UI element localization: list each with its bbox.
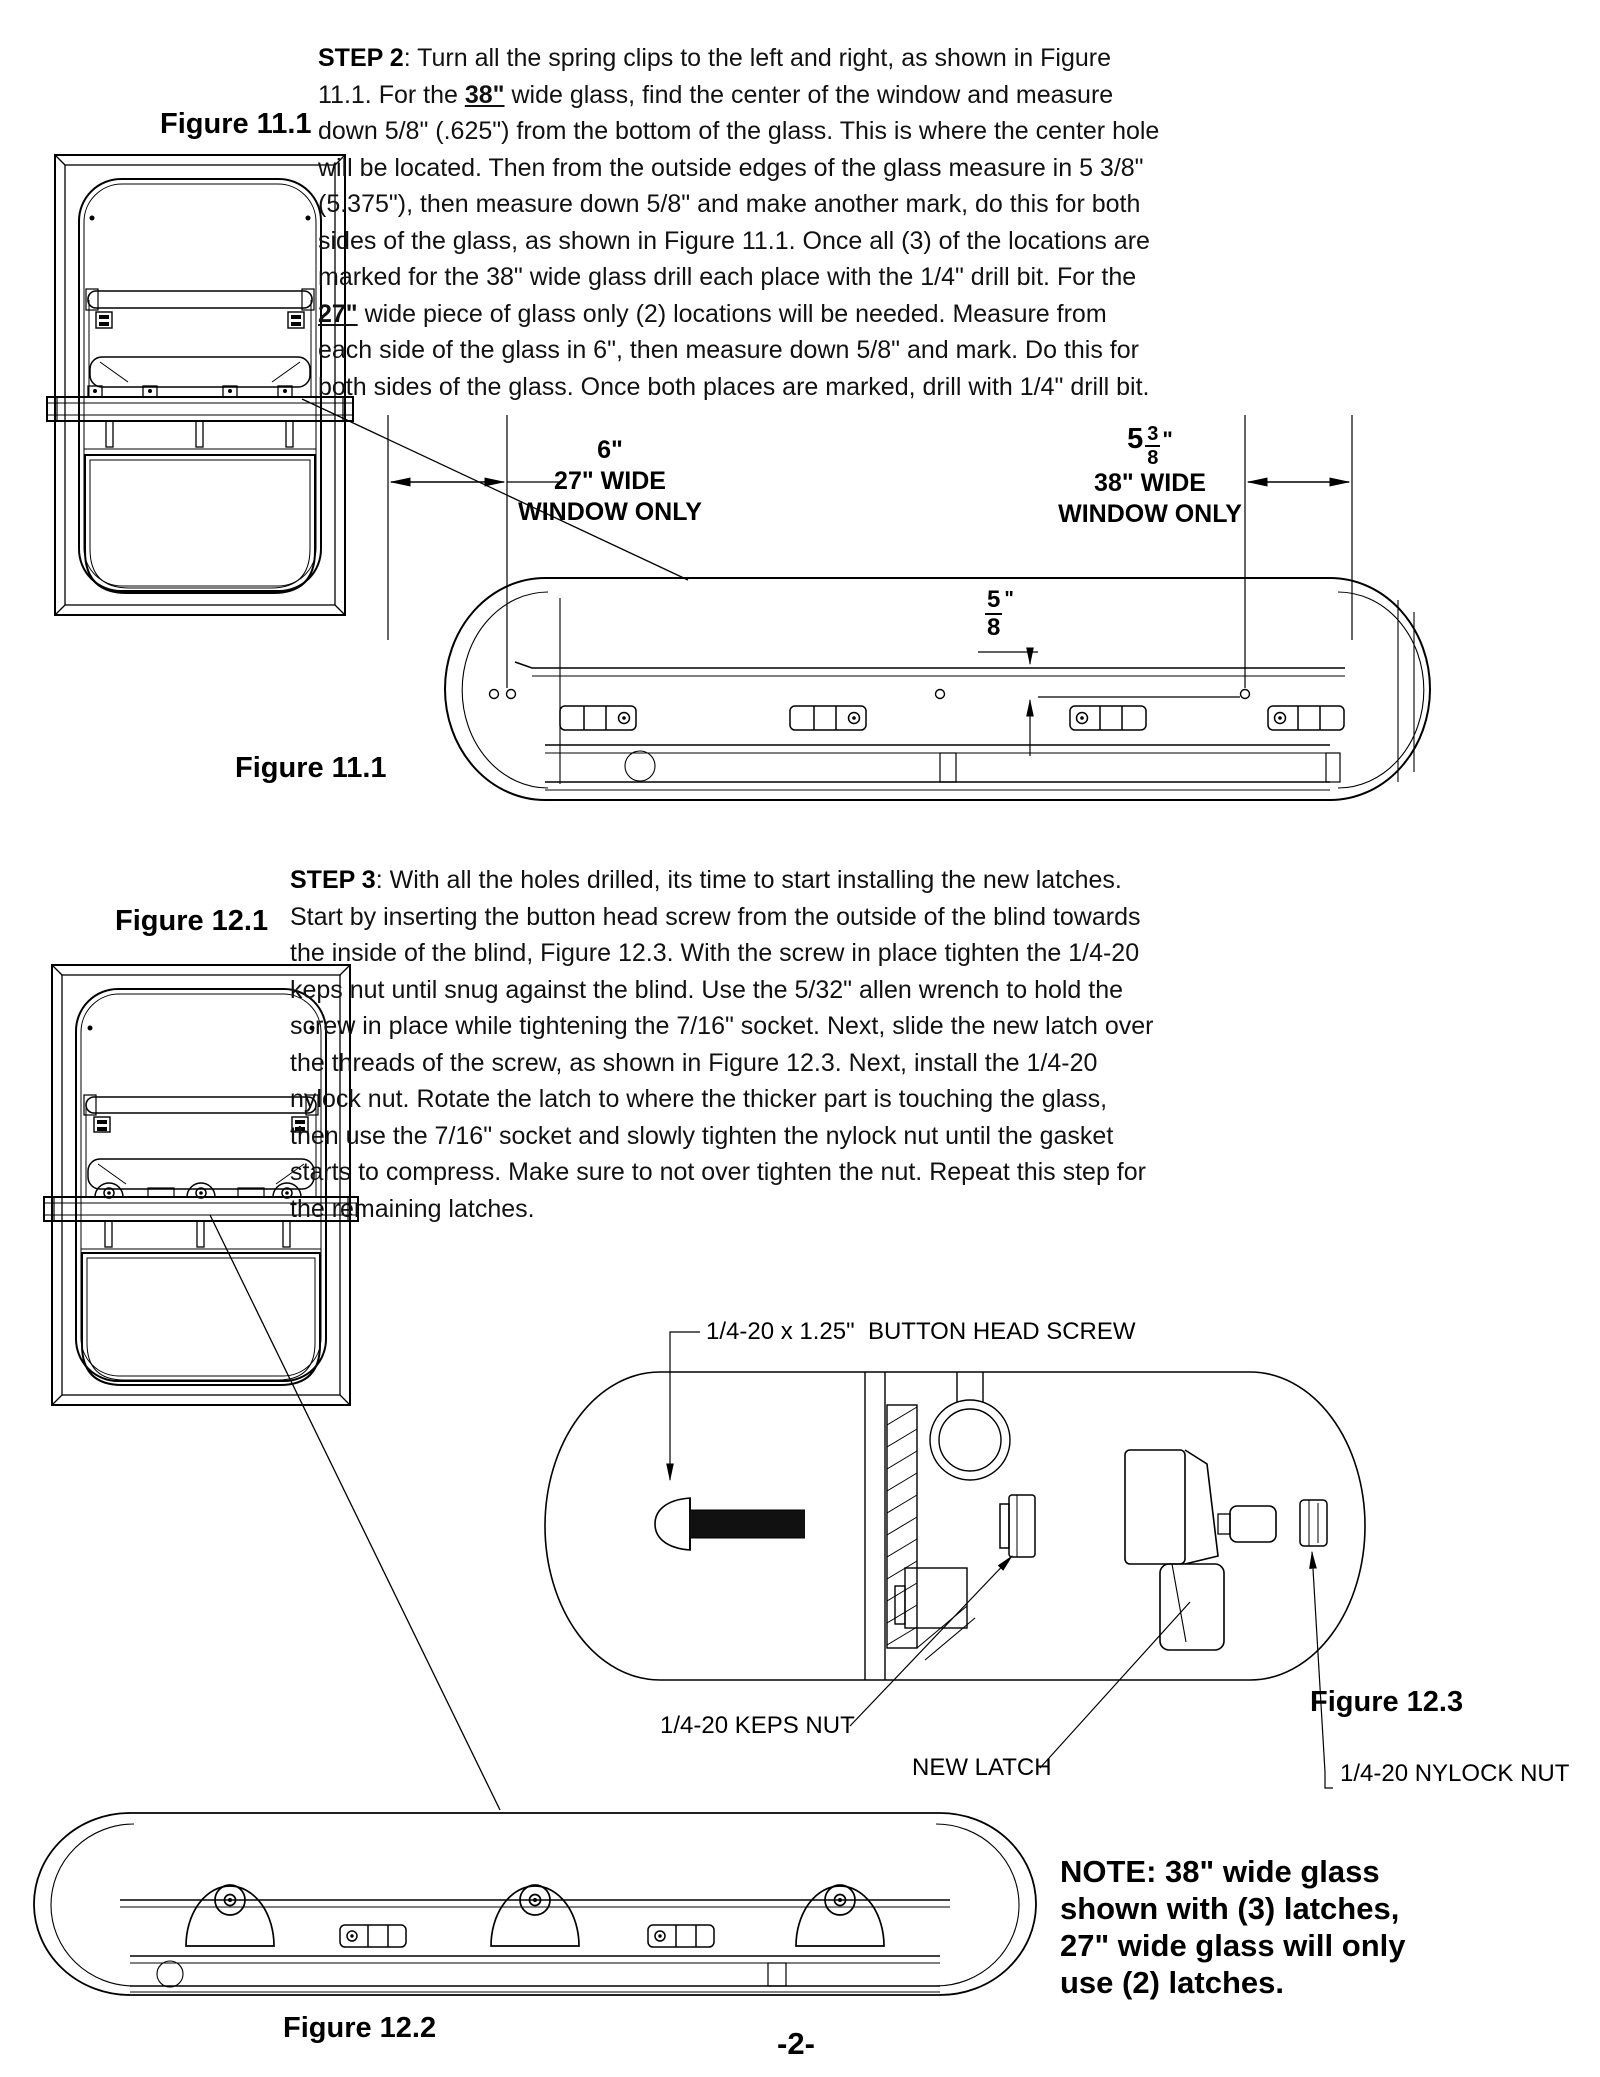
blind-bottom-edge-drawing-fig122 — [33, 1812, 1037, 1996]
keps-nut-label: 1/4-20 KEPS NUT — [660, 1712, 855, 1739]
spring-clips — [559, 705, 1345, 731]
dim-38-line2: WINDOW ONLY — [1058, 500, 1242, 528]
page-number: -2- — [777, 2026, 815, 2061]
leader-nylock-nut — [1309, 1550, 1326, 1773]
button-head-screw — [654, 1497, 805, 1551]
dimension-538in-38wide — [1244, 415, 1353, 688]
figure-12-1-label: Figure 12.1 — [115, 905, 269, 937]
step3-paragraph: STEP 3: With all the holes drilled, its … — [290, 866, 1154, 1223]
note-block: NOTE: 38" wide glass shown with (3) latc… — [1060, 1853, 1405, 2001]
step2-38in: 38" — [464, 80, 505, 109]
figure-11-1-bottom-label: Figure 11.1 — [235, 752, 387, 784]
new-latch-domes — [185, 1884, 885, 1947]
nylock-nut — [1299, 1499, 1328, 1547]
step2-27in: 27" — [318, 299, 358, 328]
blind-cross-section — [864, 1372, 1011, 1680]
nylock-nut-label: 1/4-20 NYLOCK NUT — [1340, 1760, 1570, 1787]
dim-27-line1: 27" WIDE — [554, 467, 666, 495]
dim-6in-value: 6" — [597, 436, 623, 464]
dimension-58in — [978, 647, 1240, 756]
leader-fig121-to-fig122 — [209, 1214, 501, 1811]
leader-nylock-bracket — [1324, 1772, 1333, 1789]
leader-keps-nut — [849, 1555, 1013, 1727]
leader-new-latch — [1039, 1601, 1191, 1769]
new-latch — [1124, 1449, 1277, 1651]
step3-label: STEP 3 — [290, 866, 376, 894]
note-line-3: 27" wide glass will only — [1060, 1928, 1406, 1963]
window-front-drawing-fig11 — [46, 154, 354, 616]
leader-fig11-to-detail — [301, 398, 689, 581]
dim-538-whole: 5 — [1127, 423, 1144, 455]
latch-detail-drawing-fig123 — [544, 1331, 1366, 1681]
figure-12-3-label: Figure 12.3 — [1310, 1686, 1464, 1718]
dim-label-27-wide: 6" 27" WIDE WINDOW ONLY — [505, 435, 715, 528]
window-front-drawing-fig12 — [43, 964, 359, 1406]
step2-paragraph: STEP 2: Turn all the spring clips to the… — [318, 44, 1160, 401]
note-line-2: shown with (3) latches, — [1060, 1891, 1400, 1926]
note-line-1: NOTE: 38" wide glass — [1060, 1854, 1380, 1889]
spring-clips-122 — [339, 1924, 715, 1948]
new-latch-label: NEW LATCH — [912, 1754, 1052, 1781]
button-head-screw-label: 1/4-20 x 1.25" BUTTON HEAD SCREW — [706, 1318, 1136, 1345]
step2-label: STEP 2 — [318, 44, 404, 72]
dim-27-line2: WINDOW ONLY — [518, 498, 702, 526]
note-line-4: use (2) latches. — [1060, 1965, 1284, 2000]
blind-bottom-edge-drawing-fig11 — [444, 577, 1431, 801]
dimension-6in-27wide — [387, 415, 560, 688]
dim-38-line1: 38" WIDE — [1094, 469, 1206, 497]
figure-11-1-top-label: Figure 11.1 — [160, 108, 312, 140]
figure-12-2-label: Figure 12.2 — [283, 2012, 437, 2044]
latch-domes — [94, 1182, 302, 1199]
keps-nut — [999, 1494, 1036, 1558]
